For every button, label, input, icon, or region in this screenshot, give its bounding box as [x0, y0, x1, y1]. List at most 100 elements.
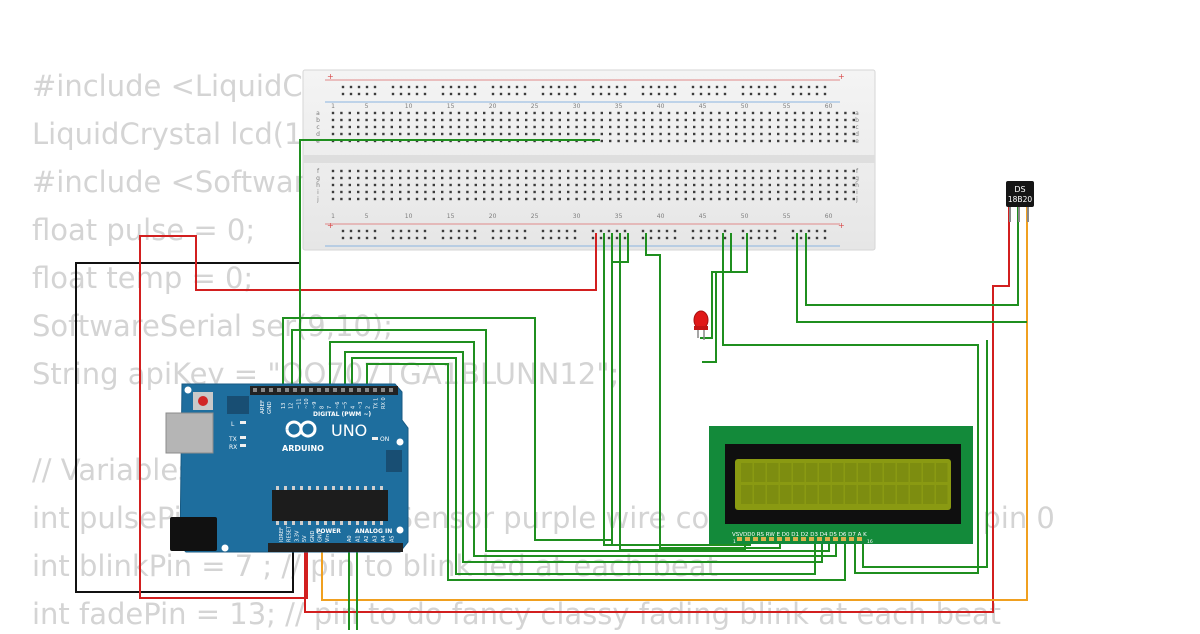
wire-lcd-k-green[interactable]: [722, 233, 979, 574]
column-number: 15: [447, 103, 455, 110]
lcd-cell: [832, 485, 844, 504]
header-pin: [301, 388, 305, 392]
digital-pin-label: RX 0: [381, 397, 387, 409]
column-number: 5: [365, 213, 369, 220]
header-pin: [277, 388, 281, 392]
wire-sensor-data-orange[interactable]: [321, 205, 1028, 601]
temperature-sensor[interactable]: DS 18B20: [1006, 181, 1034, 222]
arduino-brand-label: ARDUINO: [282, 444, 324, 453]
header-pin: [333, 388, 337, 392]
row-letter: i: [317, 189, 319, 196]
analog-pin-label: A5: [390, 535, 396, 542]
power-pin-label: 5V: [302, 535, 308, 542]
sensor-label-line2: 18B20: [1008, 195, 1032, 204]
digital-pin-label: 8: [320, 406, 326, 409]
column-number: 35: [615, 103, 623, 110]
wire-lcd-e-green[interactable]: [645, 233, 781, 549]
wire-led-anode-green[interactable]: [702, 233, 748, 363]
lcd-module[interactable]: VSVDD0 RS RW E D0 D1 D2 D3 D4 D5 D6 D7 A…: [709, 426, 973, 545]
lcd-cell: [793, 485, 805, 504]
wire-d3-green[interactable]: [351, 357, 816, 575]
column-number: 10: [405, 213, 413, 220]
header-pin: [253, 388, 257, 392]
wire-d5-green[interactable]: [329, 341, 837, 557]
column-number: 55: [783, 103, 791, 110]
digital-pin-label: ~3: [358, 402, 364, 409]
column-number: 60: [825, 213, 833, 220]
sensor-body: [1006, 181, 1034, 207]
analog-section-label: ANALOG IN: [355, 528, 392, 535]
digital-pin-label: 7: [327, 406, 333, 409]
header-pin: [341, 388, 345, 392]
lcd-cell: [767, 485, 779, 504]
lcd-pin: [849, 537, 854, 541]
plus-sign-top-left: +: [327, 72, 334, 81]
column-number: 25: [531, 103, 539, 110]
atmega-chip-legs: [276, 486, 383, 525]
lcd-pin: [777, 537, 782, 541]
wire-5v-red[interactable]: [139, 233, 597, 599]
lcd-pin: [785, 537, 790, 541]
wire-sensor-rail-green[interactable]: [796, 233, 1027, 323]
header-pin: [269, 388, 273, 392]
wire-lcd-a-green[interactable]: [862, 340, 988, 568]
arduino-infinity-logo: [285, 420, 317, 438]
lcd-cell: [936, 485, 948, 504]
power-pin-label: GND: [310, 530, 316, 542]
header-pin: [381, 388, 385, 392]
rx-led-label: RX: [229, 444, 237, 451]
lcd-pin: [809, 537, 814, 541]
analog-pin-label: A1: [356, 535, 362, 542]
wires[interactable]: [75, 139, 1028, 630]
row-letter: j: [855, 196, 858, 203]
l-led-label: L: [231, 421, 235, 428]
lcd-cell: [884, 485, 896, 504]
header-pin: [365, 388, 369, 392]
wire-lcd-rw-green[interactable]: [611, 233, 629, 545]
wire-lcd-vdd-green[interactable]: [619, 233, 746, 551]
wire-sensor-gnd-green[interactable]: [805, 205, 1019, 306]
lcd-pin-end: 16: [867, 539, 873, 545]
wire-ground-loop[interactable]: [75, 262, 300, 593]
lcd-pin-header: [737, 537, 862, 541]
icsp-header-small: [227, 396, 249, 414]
code-line: // Variables: [32, 453, 194, 487]
plus-sign-top-right: +: [838, 72, 845, 81]
column-number: 30: [573, 103, 581, 110]
digital-pin-label: 13: [281, 403, 287, 409]
wire-d11-green[interactable]: [291, 329, 830, 552]
row-letter: c: [316, 124, 319, 131]
lcd-cell: [741, 463, 753, 482]
wire-row-green-left[interactable]: [299, 139, 600, 392]
code-line: int blinkPin = 7 ; // pin to blink led a…: [32, 549, 718, 583]
wire-sensor-vcc-red[interactable]: [304, 205, 1010, 613]
rx-led: [240, 444, 246, 447]
red-led[interactable]: [693, 310, 709, 340]
icsp-header-right: [386, 450, 402, 472]
digital-pin-label: TX 1: [373, 398, 379, 410]
wire-d4-green[interactable]: [344, 351, 823, 563]
lcd-cell: [754, 463, 766, 482]
mount-hole-1: [184, 386, 192, 394]
digital-section-label: DIGITAL (PWM ~): [313, 411, 371, 418]
digital-pin-label: ~5: [343, 402, 349, 409]
wire-d2-green[interactable]: [366, 363, 846, 581]
lcd-cell: [910, 463, 922, 482]
column-number: 30: [573, 213, 581, 220]
lcd-cell: [871, 463, 883, 482]
lcd-cell: [806, 463, 818, 482]
header-pin: [349, 388, 353, 392]
reset-button[interactable]: [198, 396, 208, 406]
header-pin: [325, 388, 329, 392]
arduino-model-label: UNO: [331, 421, 367, 440]
lcd-cell: [819, 463, 831, 482]
header-pin: [309, 388, 313, 392]
wire-led-green[interactable]: [700, 233, 732, 339]
